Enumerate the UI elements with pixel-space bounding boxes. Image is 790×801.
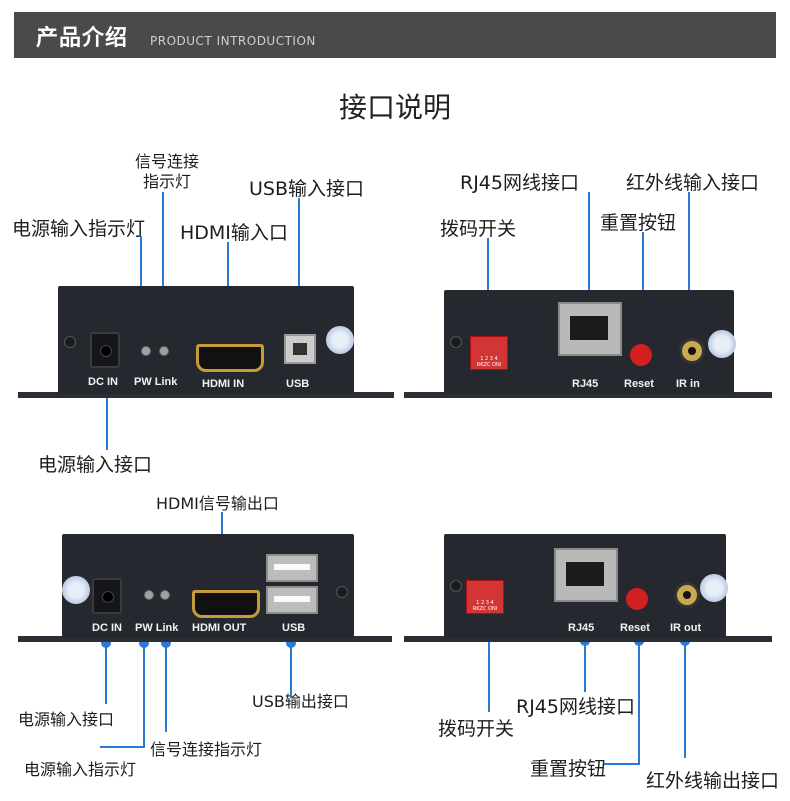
leader-line — [165, 642, 167, 732]
callout-link-led: 信号连接 指示灯 — [134, 152, 199, 191]
leader-line — [604, 763, 640, 765]
leader-line — [100, 746, 145, 748]
dip-switch: 1 2 3 4 RKZC ONI — [470, 336, 508, 370]
callout-dc-in: 电源输入接口 — [38, 454, 153, 476]
power-led — [141, 346, 151, 356]
leader-line — [140, 236, 142, 324]
callout-dip: 拨码开关 — [440, 218, 517, 240]
dip-switch: 1 2 3 4 RKZC ONI — [466, 580, 504, 614]
screw-icon — [64, 336, 76, 348]
ir-out-jack — [674, 582, 700, 608]
port-label-pw-link: PW Link — [134, 376, 178, 388]
leader-line — [488, 636, 490, 712]
callout-power-led: 电源输入指示灯 — [12, 218, 146, 240]
leader-dot — [161, 638, 171, 648]
reset-button — [630, 344, 652, 366]
sticker-icon — [700, 574, 728, 602]
rj45-port — [558, 302, 622, 356]
callout-dip: 拨码开关 — [438, 718, 515, 740]
callout-usb-in: USB输入接口 — [249, 178, 365, 200]
header-title-cn: 产品介绍 — [36, 26, 129, 51]
callout-rj45: RJ45网线接口 — [516, 696, 635, 718]
port-label-rj45: RJ45 — [572, 378, 599, 390]
port-label-hdmi: HDMI OUT — [192, 622, 247, 634]
leader-line — [487, 238, 489, 310]
dip-switch-text: 1 2 3 4 RKZC ONI — [476, 356, 502, 368]
link-led — [160, 590, 170, 600]
leader-line — [143, 642, 145, 748]
leader-line — [642, 232, 644, 312]
leader-dot — [101, 638, 111, 648]
screw-icon — [450, 336, 462, 348]
header-title-en: PRODUCT INTRODUCTION — [150, 34, 316, 48]
leader-line — [688, 192, 690, 312]
dip-switch-text: 1 2 3 4 RKZC ONI — [472, 600, 498, 612]
port-label-ir: IR out — [670, 622, 702, 634]
callout-hdmi-out: HDMI信号输出口 — [156, 494, 279, 513]
port-label-pw-link: PW Link — [135, 622, 179, 634]
leader-line — [638, 640, 640, 764]
mounting-flange — [18, 636, 392, 642]
usb-b-port — [284, 334, 316, 364]
port-label-usb: USB — [282, 622, 306, 634]
leader-line — [106, 392, 108, 450]
port-label-reset: Reset — [624, 378, 654, 390]
sticker-icon — [708, 330, 736, 358]
sticker-icon — [326, 326, 354, 354]
callout-hdmi-in: HDMI输入口 — [180, 222, 288, 244]
port-label-dc: DC IN — [92, 622, 122, 634]
mounting-flange — [404, 636, 772, 642]
ir-in-jack — [679, 338, 705, 364]
callout-reset: 重置按钮 — [600, 212, 677, 234]
callout-reset: 重置按钮 — [530, 758, 607, 780]
usb-a-port-bottom — [266, 586, 318, 614]
dc-jack — [92, 578, 122, 614]
leader-line — [684, 640, 686, 758]
leader-line — [290, 642, 292, 698]
leader-line — [588, 192, 590, 312]
hdmi-port — [192, 590, 260, 618]
section-header: 产品介绍 PRODUCT INTRODUCTION — [14, 12, 776, 58]
port-label-reset: Reset — [620, 622, 650, 634]
rj45-port — [554, 548, 618, 602]
leader-line — [298, 198, 300, 318]
leader-dot — [286, 638, 296, 648]
callout-rj45: RJ45网线接口 — [460, 172, 579, 194]
screw-icon — [336, 586, 348, 598]
reset-button — [626, 588, 648, 610]
callout-ir-in: 红外线输入接口 — [626, 172, 760, 194]
port-label-dc: DC IN — [88, 376, 118, 388]
port-label-rj45: RJ45 — [568, 622, 595, 634]
port-label-hdmi: HDMI IN — [202, 378, 245, 390]
port-label-ir: IR in — [676, 378, 700, 390]
callout-power-led: 电源输入指示灯 — [24, 760, 137, 779]
callout-link-led: 信号连接指示灯 — [150, 740, 263, 759]
mounting-flange — [404, 392, 772, 398]
callout-usb-out: USB输出接口 — [252, 692, 349, 711]
link-led — [159, 346, 169, 356]
mounting-flange — [18, 392, 394, 398]
dc-jack — [90, 332, 120, 368]
sticker-icon — [62, 576, 90, 604]
usb-a-port-top — [266, 554, 318, 582]
port-label-usb: USB — [286, 378, 310, 390]
leader-line — [227, 242, 229, 324]
hdmi-port — [196, 344, 264, 372]
screw-icon — [450, 580, 462, 592]
leader-line — [584, 640, 586, 692]
leader-dot — [139, 638, 149, 648]
leader-line — [105, 642, 107, 704]
callout-dc-in: 电源输入接口 — [18, 710, 115, 729]
leader-line — [162, 192, 164, 324]
callout-ir-out: 红外线输出接口 — [646, 770, 780, 792]
power-led — [144, 590, 154, 600]
section-title: 接口说明 — [338, 91, 451, 124]
